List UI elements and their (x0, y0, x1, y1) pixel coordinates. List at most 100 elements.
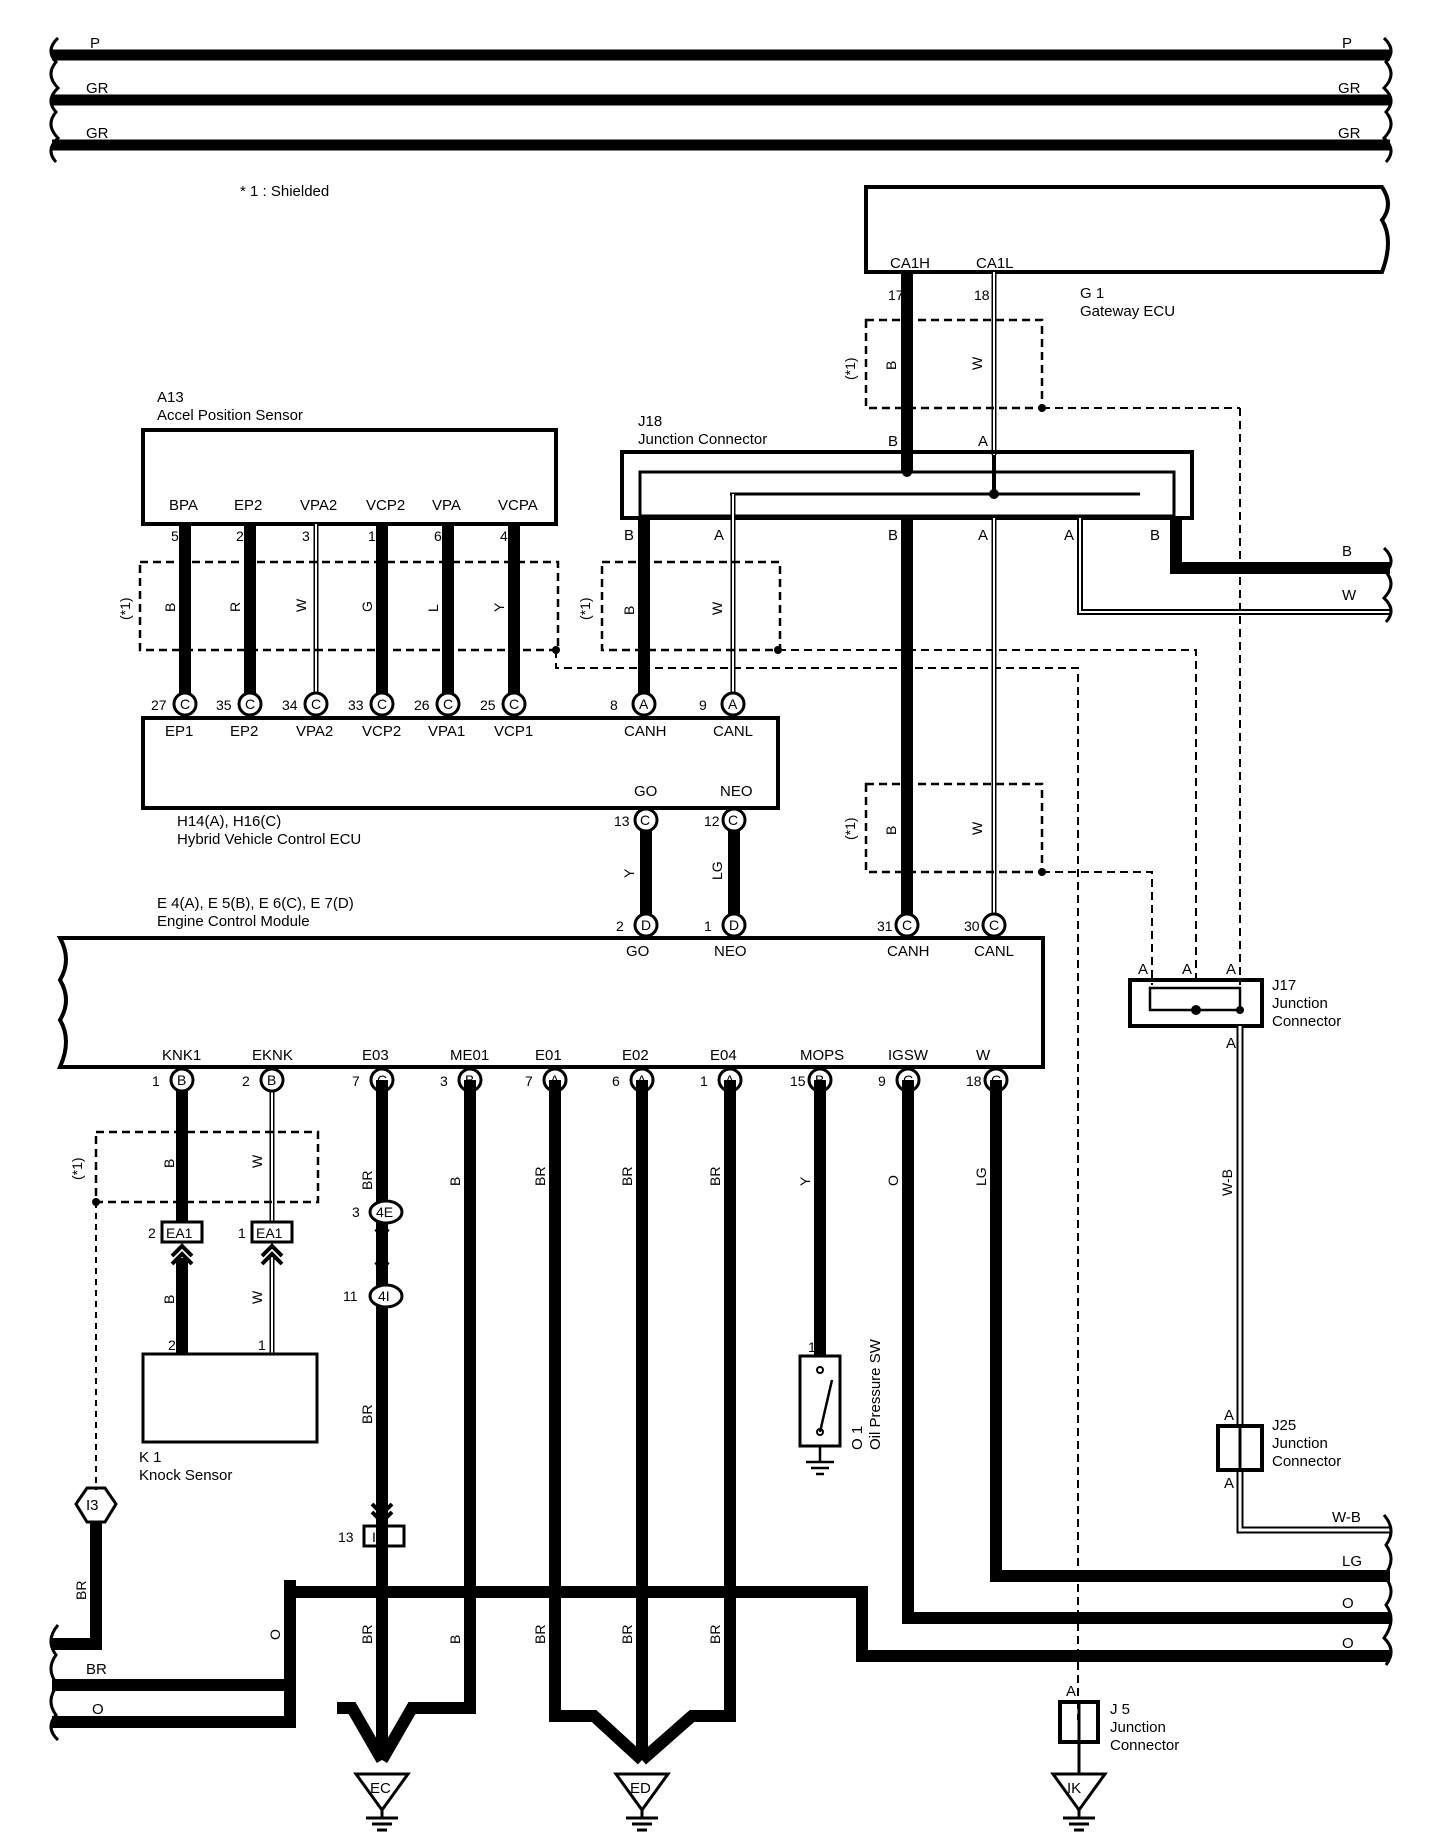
ea1-pin-1: 1 (238, 1225, 246, 1241)
me01-wire-b: B (447, 1177, 463, 1186)
a13-term-2: VPA2 (300, 497, 337, 514)
i3-connector: I3 (74, 1486, 118, 1524)
hv-pin-0: 27 (151, 697, 167, 713)
j17-name2: Connector (1272, 1013, 1341, 1030)
j17-junction-connector: A A A A J17 Junction Connector (1128, 961, 1341, 1052)
hv-term-3: VCP2 (362, 723, 401, 740)
ecm-id: E 4(A), E 5(B), E 6(C), E 7(D) (157, 895, 354, 912)
hv-link-wire-y: Y (621, 868, 637, 878)
j5-name2: Connector (1110, 1737, 1179, 1754)
hv-pin-13: 13 (614, 813, 630, 829)
knk-wire-b2: B (161, 1295, 177, 1304)
o1-name: Oil Pressure SW (867, 1338, 884, 1450)
j18-id: J18 (638, 413, 662, 430)
j5-term-a: A (1066, 1683, 1076, 1700)
knk-wire-w2: W (249, 1290, 265, 1304)
bus-label-gr1-left: GR (86, 80, 109, 97)
hv-pin-6: 8 (610, 697, 618, 713)
ecm-bottom-pin-6: 1 (700, 1073, 708, 1089)
ecm-bottom-term-3: ME01 (450, 1047, 489, 1064)
a13-wire-1: R (227, 602, 243, 612)
o1-id: O 1 (849, 1426, 866, 1450)
ground-triangle-0 (353, 1772, 411, 1813)
e03-wire-br2: BR (359, 1405, 375, 1424)
bus-label-gr2-left: GR (86, 125, 109, 142)
ecm-bottom-term-5: E02 (622, 1047, 649, 1064)
knk-wire-b1: B (161, 1159, 177, 1168)
k1-id: K 1 (139, 1449, 162, 1466)
hv-pin-2: 34 (282, 697, 298, 713)
ea1-label-1: EA1 (166, 1225, 193, 1241)
right-bus-wb-label: W-B (1332, 1509, 1361, 1526)
ecm-top-term-1: NEO (714, 943, 747, 960)
hv-conn-2: C (311, 696, 321, 712)
a13-wire-4: L (425, 604, 441, 612)
hv-term-6: CANH (624, 723, 667, 740)
knk-wire-w1: W (249, 1154, 265, 1168)
ecm-bottom-pin-2: 7 (352, 1073, 360, 1089)
hv-can-wire-w: W (709, 601, 725, 615)
bus-label-gr2-right: GR (1338, 125, 1361, 142)
ground-triangle-1 (613, 1772, 671, 1813)
ecm-can-wire-w: W (969, 821, 985, 835)
hv-conn-7: A (728, 696, 738, 712)
ii1-label: II1 (372, 1529, 388, 1545)
j25-name1: Junction (1272, 1435, 1328, 1452)
ecm-bottom-term-7: MOPS (800, 1047, 844, 1064)
knock-shield-tag: (*1) (69, 1157, 85, 1180)
a13-term-3: VCP2 (366, 497, 405, 514)
me01-wire-b2: B (447, 1635, 463, 1644)
g1-wire-b: B (883, 361, 899, 370)
e03-wire-br1: BR (359, 1171, 375, 1190)
g1-pin-18: 18 (974, 287, 990, 303)
hv-term-4: VPA1 (428, 723, 465, 740)
g1-term-ca1h: CA1H (890, 255, 930, 272)
hv-term-go: GO (634, 783, 657, 800)
a13-wire-3: G (359, 601, 375, 612)
bus-label-gr1-right: GR (1338, 80, 1361, 97)
ecm-bottom-pin-7: 15 (790, 1073, 806, 1089)
g1-term-ca1l: CA1L (976, 255, 1014, 272)
a13-pin-2: 3 (302, 528, 310, 544)
a13-shield-tag: (*1) (117, 597, 133, 620)
ea1-pin-2: 2 (148, 1225, 156, 1241)
hv-can-wire-b: B (621, 606, 637, 615)
c4i-connector: 4I 11 (343, 1283, 404, 1309)
ecm-bottom-conn-1: B (267, 1072, 276, 1088)
ecm-top-pin-1: 1 (704, 918, 712, 934)
ground-label-1: ED (630, 1780, 651, 1797)
oil-pressure-switch: 1 O 1 Oil Pressure SW (798, 1338, 884, 1476)
e03-wire-br3: BR (359, 1625, 375, 1644)
j5-junction-connector: A J 5 Junction Connector (1058, 1683, 1179, 1774)
hv-id: H14(A), H16(C) (177, 813, 281, 830)
shield-note: * 1 : Shielded (240, 183, 329, 200)
a13-pin-3: 1 (368, 528, 376, 544)
i3-label: I3 (86, 1497, 99, 1514)
right-bus-b-label: B (1342, 543, 1352, 560)
hv-pin-3: 33 (348, 697, 364, 713)
e01-wire-br: BR (532, 1167, 548, 1186)
c4i-label: 4I (378, 1288, 390, 1304)
j18-term-b-2: B (888, 527, 898, 544)
hv-pin-12: 12 (704, 813, 720, 829)
right-bus-o1-label: O (1342, 1595, 1354, 1612)
left-o-wire: O (267, 1629, 283, 1640)
j17-id: J17 (1272, 977, 1296, 994)
e02-wire-br: BR (619, 1167, 635, 1186)
right-bus-o2-label: O (1342, 1635, 1354, 1652)
j18-term-a-2: A (978, 527, 988, 544)
j17-term-a1: A (1138, 961, 1148, 978)
k1-name: Knock Sensor (139, 1467, 232, 1484)
bus-label-p-right: P (1342, 35, 1352, 52)
ground-label-2: IK (1067, 1780, 1081, 1797)
ecm-bottom-conn-0: B (177, 1072, 186, 1088)
e02-wire-br2: BR (619, 1625, 635, 1644)
j18-term-b-top: B (888, 433, 898, 450)
ground-label-0: EC (370, 1780, 391, 1797)
left-bus-br-label: BR (86, 1661, 107, 1678)
ecm-top-term-3: CANL (974, 943, 1014, 960)
j25-id: J25 (1272, 1417, 1296, 1434)
ecm-bottom-term-4: E01 (535, 1047, 562, 1064)
